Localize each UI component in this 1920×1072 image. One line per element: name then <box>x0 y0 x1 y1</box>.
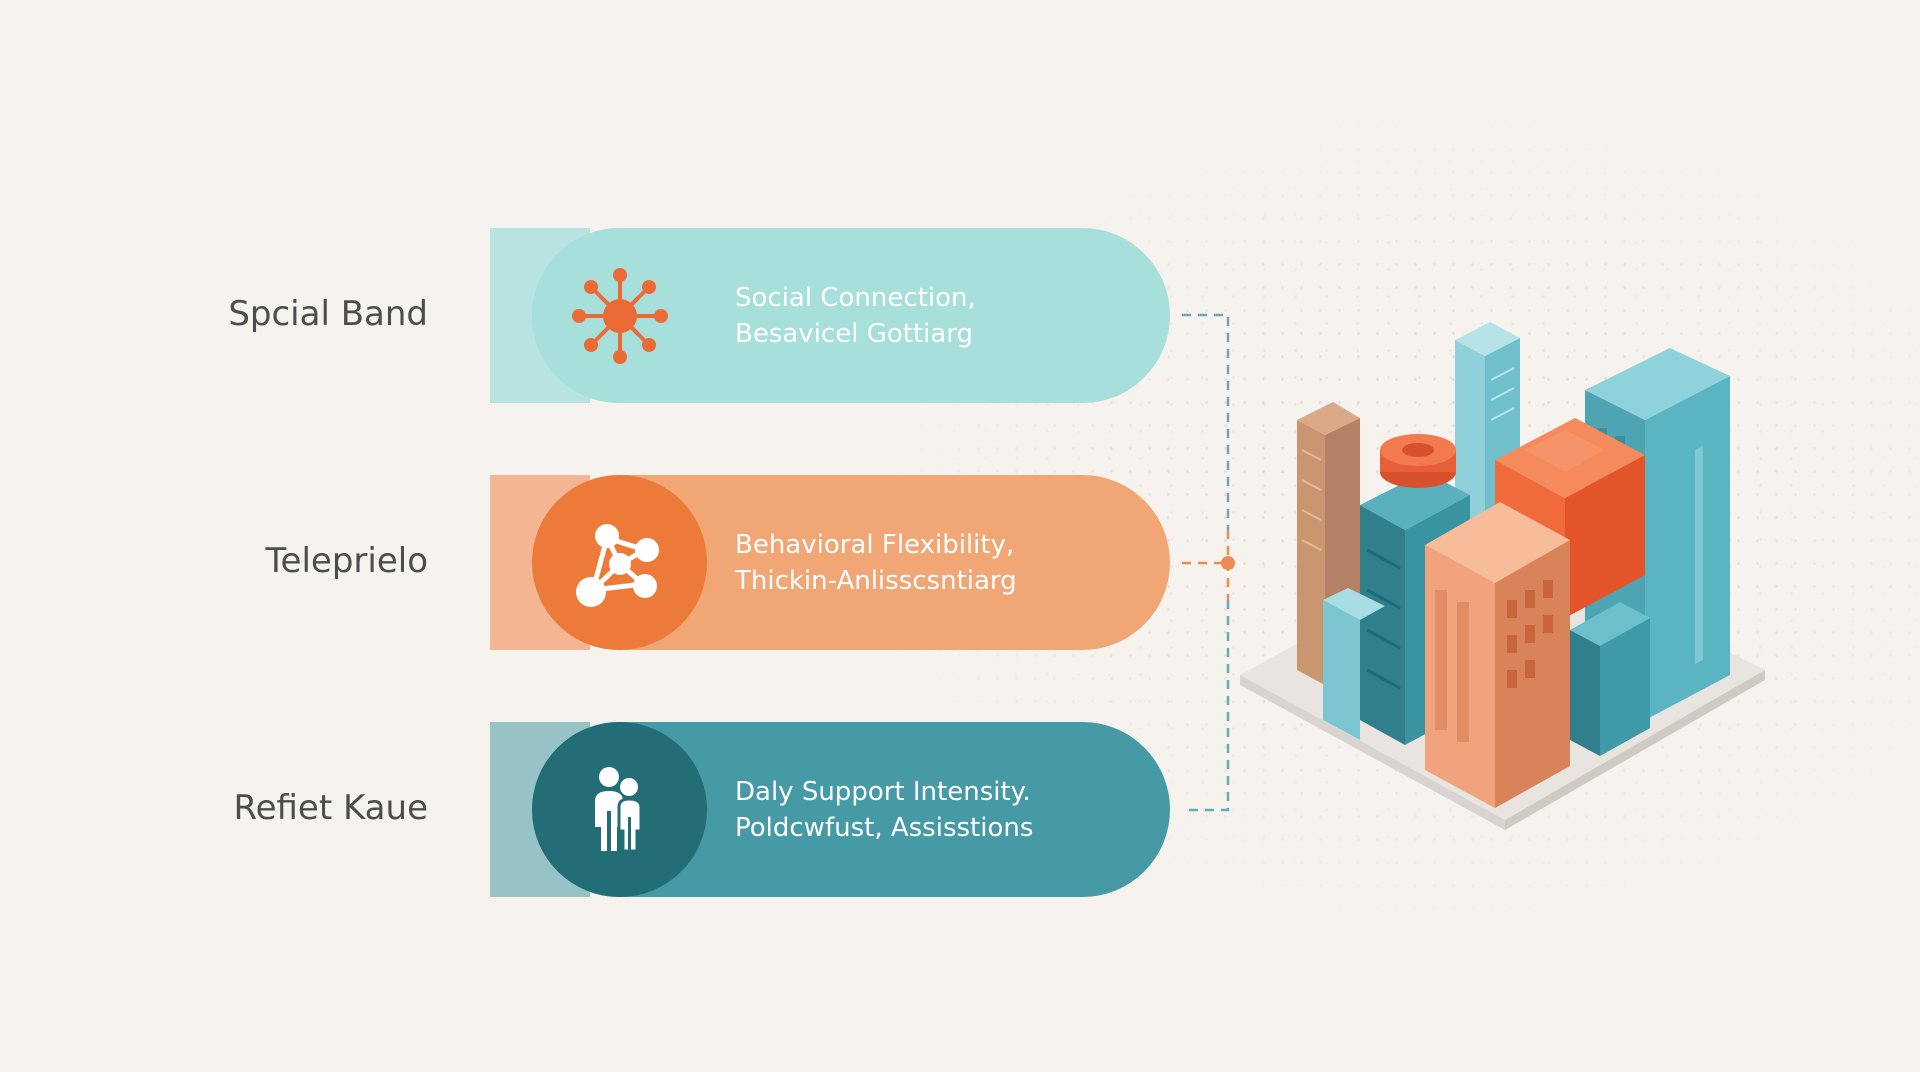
band-support: Daly Support Intensity. Poldcwfust, Assi… <box>490 722 1170 897</box>
band-icon-circle <box>532 228 707 403</box>
molecule-nodes-icon <box>575 523 659 607</box>
band-behavioral: Behavioral Flexibility, Thickin-Anlisscs… <box>490 475 1170 650</box>
family-people-icon <box>594 766 642 852</box>
band-line-1: Daly Support Intensity. <box>735 776 1031 807</box>
band-text: Daly Support Intensity. Poldcwfust, Assi… <box>735 722 1033 897</box>
band-icon-circle <box>532 475 707 650</box>
network-hub-icon <box>571 267 668 364</box>
row-label-3: Refiet Kaue <box>233 788 429 828</box>
band-line-1: Social Connection, <box>735 282 976 313</box>
band-line-2: Besavicel Gottiarg <box>735 318 974 349</box>
band-icon-circle <box>532 722 707 897</box>
row-label-1: Spcial Band <box>228 294 428 334</box>
connector-node <box>1221 556 1235 570</box>
band-social: Social Connection, Besavicel Gottiarg <box>490 228 1170 403</box>
band-line-2: Thickin-Anlisscsntiarg <box>735 565 1017 596</box>
band-line-1: Behavioral Flexibility, <box>735 529 1015 560</box>
band-line-2: Poldcwfust, Assisstions <box>735 812 1034 843</box>
band-text: Behavioral Flexibility, Thickin-Anlisscs… <box>735 475 1017 650</box>
band-text: Social Connection, Besavicel Gottiarg <box>735 228 976 403</box>
row-label-2: Teleprielo <box>265 541 428 581</box>
isometric-city-icon <box>1240 322 1765 830</box>
